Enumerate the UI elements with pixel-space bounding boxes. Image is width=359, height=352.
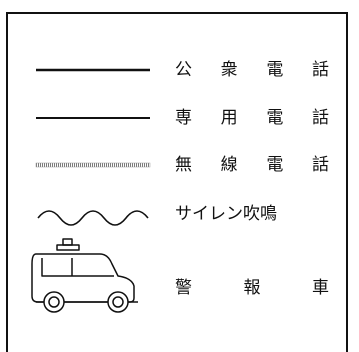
solid-line-symbol <box>34 98 152 138</box>
label-char: 電 <box>266 60 284 80</box>
label-char: 報 <box>243 278 261 298</box>
label-char: 話 <box>311 108 329 128</box>
legend-label-siren: サイレン吹鳴 <box>175 204 277 224</box>
legend-row-police-car: 警 報 車 <box>8 268 346 308</box>
hatched-line-symbol <box>34 145 152 185</box>
legend-label-police-car: 警 報 車 <box>175 276 329 300</box>
label-char: 無 <box>175 155 192 175</box>
legend-row-siren: サイレン吹鳴 <box>8 194 346 234</box>
label-char: 衆 <box>220 60 238 80</box>
label-char: 公 <box>175 60 192 80</box>
label-char: 電 <box>266 155 284 175</box>
label-char: 話 <box>311 155 329 175</box>
label-char: 専 <box>175 108 192 128</box>
wave-line-symbol <box>34 194 152 234</box>
legend-label-private-phone: 専 用 電 話 <box>175 106 329 130</box>
legend-row-radio-phone: 無 線 電 話 <box>8 145 346 185</box>
legend-label-public-phone: 公 衆 電 話 <box>175 58 329 82</box>
legend-label-radio-phone: 無 線 電 話 <box>175 153 329 177</box>
police-car-icon <box>22 236 142 316</box>
label-char: 話 <box>311 60 329 80</box>
label-char: 電 <box>266 108 284 128</box>
legend-row-public-phone: 公 衆 電 話 <box>8 50 346 90</box>
legend-box: 公 衆 電 話 専 用 電 話 <box>6 12 348 352</box>
solid-line-symbol <box>34 50 152 90</box>
legend-row-private-phone: 専 用 電 話 <box>8 98 346 138</box>
label-char: 警 <box>175 278 192 298</box>
label-char: 車 <box>312 278 329 298</box>
label-char: 線 <box>220 155 238 175</box>
label-char: 用 <box>220 108 238 128</box>
